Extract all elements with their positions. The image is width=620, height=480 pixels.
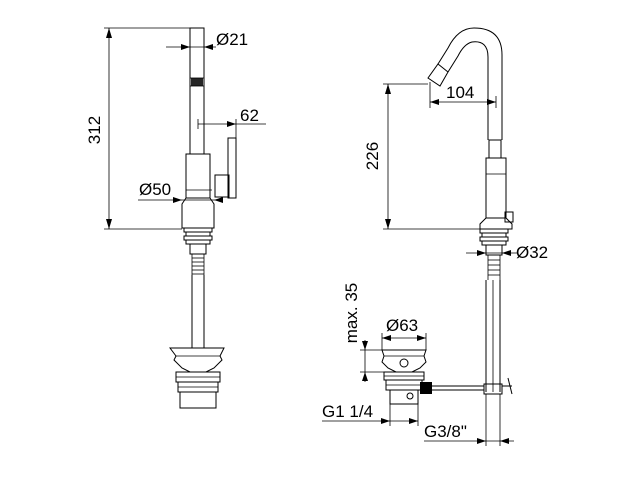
front-spout-diameter-label: Ø21 <box>216 30 248 49</box>
front-lever-offset-dimension: 62 <box>197 106 266 138</box>
side-curved-spout <box>427 27 503 140</box>
front-view: 312 Ø21 62 Ø50 <box>85 27 266 409</box>
front-pull-rod <box>191 275 205 348</box>
front-body-diameter-label: Ø50 <box>139 180 171 199</box>
front-lever-offset-label: 62 <box>240 106 259 125</box>
front-height-dimension: 312 <box>85 27 190 230</box>
side-view: 104 226 Ø32 max. 35 <box>322 27 548 446</box>
side-waste-linkage <box>420 382 484 394</box>
side-mounting-rings <box>479 228 509 246</box>
side-waste-valve <box>381 349 427 405</box>
side-waste-diameter-dimension: Ø63 <box>381 316 427 350</box>
side-waste-thread-dimension: G1 1/4 <box>322 402 419 426</box>
side-connection-thread-label: G3/8" <box>424 422 467 441</box>
front-mounting-rings <box>183 227 213 245</box>
side-base-diameter-label: Ø32 <box>516 243 548 262</box>
side-base-diameter-dimension: Ø32 <box>466 243 548 262</box>
front-spout-diameter-dimension: Ø21 <box>166 30 248 50</box>
side-spout-height-dimension: 226 <box>363 83 480 230</box>
side-reach-label: 104 <box>446 83 474 102</box>
side-supply-hose <box>483 280 513 395</box>
front-faucet-body <box>181 153 215 229</box>
side-max-thickness-dimension: max. 35 <box>342 283 384 382</box>
side-max-thickness-label: max. 35 <box>342 283 361 343</box>
side-waste-thread-label: G1 1/4 <box>322 402 373 421</box>
front-waste-valve <box>169 347 225 409</box>
side-threaded-shank <box>485 244 503 280</box>
side-waste-diameter-label: Ø63 <box>386 316 418 335</box>
side-reach-dimension: 104 <box>429 82 497 108</box>
side-connection-thread-dimension: G3/8" <box>424 394 514 446</box>
side-spout-height-label: 226 <box>363 142 382 170</box>
front-body-diameter-dimension: Ø50 <box>138 180 223 203</box>
front-height-label: 312 <box>85 116 104 144</box>
front-threaded-shank <box>189 243 207 275</box>
side-faucet-body <box>479 139 514 230</box>
front-lever-handle <box>214 137 237 199</box>
